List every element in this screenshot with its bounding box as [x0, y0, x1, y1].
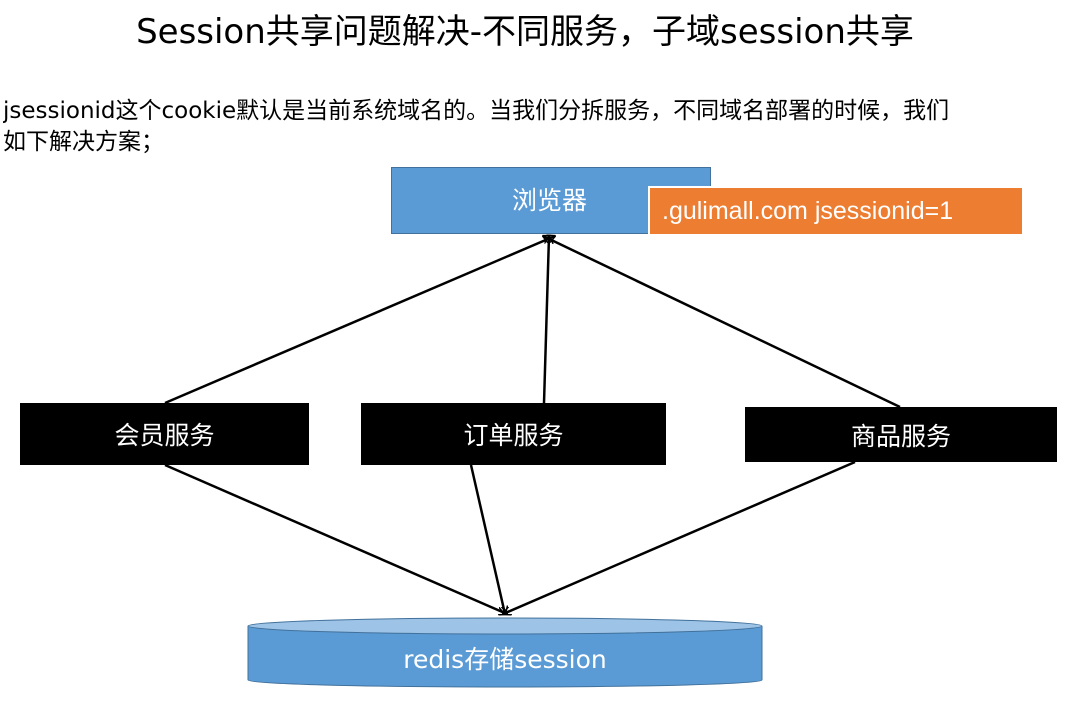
browser-label: 浏览器 — [512, 185, 588, 215]
goods-service-label: 商品服务 — [850, 421, 951, 451]
goods-service-node: 商品服务 — [745, 407, 1057, 462]
cookie-label: .gulimall.com jsessionid=1 — [662, 196, 954, 225]
member-service-node: 会员服务 — [20, 403, 309, 465]
arrow-member-to-browser — [164, 236, 555, 405]
description-text: jsessionid这个cookie默认是当前系统域名的。当我们分拆服务，不同域… — [3, 96, 1084, 158]
description-line-1: jsessionid这个cookie默认是当前系统域名的。当我们分拆服务，不同域… — [3, 98, 950, 124]
arrow-goods-to-redis — [503, 460, 856, 614]
arrow-goods-to-browser — [543, 236, 901, 409]
arrow-order-to-browser — [542, 236, 549, 404]
order-service-label: 订单服务 — [463, 421, 564, 450]
page-title: Session共享问题解决-不同服务，子域session共享 — [136, 12, 914, 52]
arrow-member-to-redis — [164, 463, 507, 614]
cookie-domain-badge: .gulimall.com jsessionid=1 — [648, 186, 1022, 234]
redis-storage-label: redis存储session — [403, 645, 607, 674]
description-line-2: 如下解决方案； — [3, 129, 164, 155]
member-service-label: 会员服务 — [114, 421, 215, 450]
arrow-order-to-redis — [469, 464, 505, 614]
order-service-node: 订单服务 — [361, 403, 666, 465]
